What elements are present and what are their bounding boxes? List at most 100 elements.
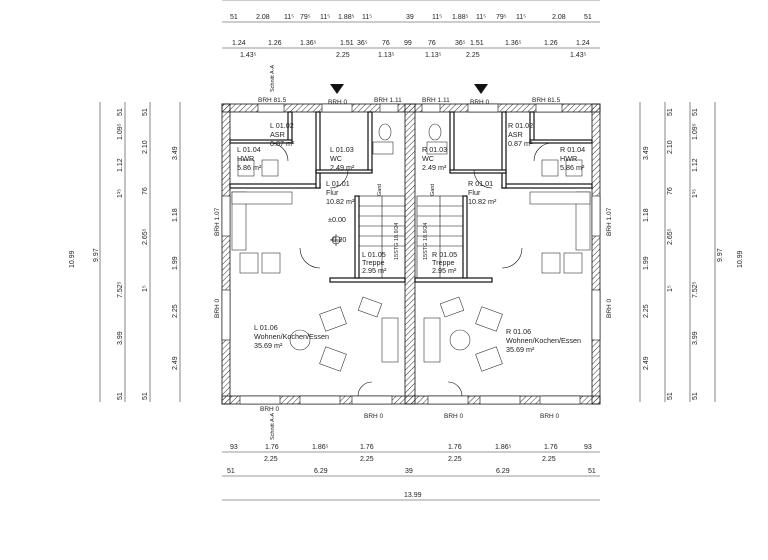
right-dim-c1-4: 1¹⁵	[692, 189, 699, 198]
room-l0106-name: L 01.06	[254, 323, 278, 332]
room-r0105-use: Treppe	[432, 258, 455, 267]
brh-top-5: BRH 0	[470, 99, 490, 106]
room-l0106-use: Wohnen/Kochen/Essen	[254, 332, 329, 341]
stair-label-right: 15STG 18.9/24	[423, 223, 429, 260]
door-swings	[269, 142, 553, 397]
room-l0102-area: 0.87 m²	[270, 139, 295, 148]
brh-bottom-3: BRH 0	[444, 413, 464, 420]
left-dim-c2-1: 51	[142, 108, 149, 116]
left-dim-c2-5b: 1.99	[172, 256, 179, 270]
top-dim-r2-6: 76	[382, 40, 390, 47]
brh-top-2: BRH 0	[328, 99, 348, 106]
left-dim-c1-8: 1⁵	[142, 285, 149, 292]
left-dim-c1-1: 51	[117, 108, 124, 116]
room-r0104-name: R 01.04	[560, 145, 585, 154]
top-dim-r3-1: 1.43⁵	[240, 52, 257, 59]
bottom-dim-r1-4: 1.76	[360, 444, 374, 451]
bottom-dim-r1-3: 1.86⁵	[312, 444, 329, 451]
room-l0105-name: L 01.05	[362, 250, 386, 259]
bottom-dim-r2-2: 2.25	[360, 456, 374, 463]
room-l0101-area: 10.82 m²	[326, 197, 355, 206]
bottom-dim-r1-1: 93	[230, 444, 238, 451]
top-dim-r3-2: 2.25	[336, 52, 350, 59]
top-dim-r1-11: 11⁵	[476, 14, 486, 21]
top-dim-r2-1: 1.24	[232, 40, 246, 47]
right-dim-c1-8: 1⁵	[667, 285, 674, 292]
brh-bottom-2: BRH 0	[364, 413, 384, 420]
left-dim-c3-1: 3.49	[172, 146, 179, 160]
right-dim-c3-5: 9.97	[717, 248, 724, 262]
room-r0102-use: ASR	[508, 130, 523, 139]
room-l0106-area: 35.69 m²	[254, 341, 283, 350]
entrance-arrow-right	[474, 84, 488, 94]
room-l0102-use: ASR	[270, 130, 285, 139]
section-mark-bottom: Schnitt A-A	[270, 412, 276, 440]
top-dim-r1-14: 2.08	[552, 14, 566, 21]
brh-right-2: BRH 0	[606, 298, 613, 318]
bottom-dim-r3-2: 6.29	[314, 468, 328, 475]
room-r0102-name: R 01.02	[508, 121, 533, 130]
room-r0101-area: 10.82 m²	[468, 197, 497, 206]
left-dim-c2-7: 2.49	[172, 356, 179, 370]
right-dim-c1-2: 1.09⁵	[692, 123, 699, 140]
bottom-dim-r1-7: 1.76	[544, 444, 558, 451]
top-dim-r1-3: 11⁵	[284, 14, 294, 21]
top-dim-r2-7: 99	[404, 40, 412, 47]
top-dim-r3-3: 1.13⁵	[378, 52, 395, 59]
bottom-dim-r1-5: 1.76	[448, 444, 462, 451]
bottom-dim-r1-2: 1.76	[265, 444, 279, 451]
room-l0104-name: L 01.04	[237, 145, 261, 154]
interior-walls	[229, 111, 593, 283]
room-r0104-use: HWR	[560, 154, 577, 163]
garderobe-right: Gard	[430, 184, 436, 196]
room-l0103-area: 2.49 m²	[330, 163, 355, 172]
top-dim-r3-5: 2.25	[466, 52, 480, 59]
bottom-dim-r3-1: 51	[227, 468, 235, 475]
top-dim-r1-2: 2.08	[256, 14, 270, 21]
top-dim-r1-6: 1.88⁵	[338, 14, 355, 21]
bottom-dim-r1-6: 1.86⁵	[495, 444, 512, 451]
top-dim-r1-7: 11⁵	[362, 14, 372, 21]
room-l0102-name: L 01.02	[270, 121, 294, 130]
left-dim-c1-9: 3.99	[117, 331, 124, 345]
brh-top-6: BRH 81.5	[532, 97, 561, 104]
furniture	[231, 123, 591, 372]
room-l0103-use: WC	[330, 154, 342, 163]
top-dim-r1-10: 1.88⁵	[452, 14, 469, 21]
left-total: 10.99	[69, 250, 76, 268]
right-dim-c3-1: 3.49	[643, 146, 650, 160]
top-dim-r1-8: 39	[406, 14, 414, 21]
right-dim-c1-1: 51	[692, 108, 699, 116]
bottom-dim-r3-5: 51	[588, 468, 596, 475]
room-l0105-area: 2.95 m²	[362, 266, 387, 275]
top-dim-r2-4: 1.51	[340, 40, 354, 47]
top-dim-r1-15: 51	[584, 14, 592, 21]
level-mark-top: ±0.00	[328, 215, 346, 224]
top-dim-r2-11: 1.36⁵	[505, 40, 522, 47]
right-dim-c2-7: 2.49	[643, 356, 650, 370]
room-r0102-area: 0.87 m²	[508, 139, 533, 148]
bottom-dim-r2-1: 2.25	[264, 456, 278, 463]
top-dim-r1-4: 79⁵	[300, 14, 311, 21]
room-r0103-name: R 01.03	[422, 145, 447, 154]
section-mark-top: Schnitt A-A	[270, 64, 276, 92]
brh-bottom-1: BRH 0	[260, 406, 280, 413]
left-dim-c3-5: 9.97	[93, 248, 100, 262]
bottom-dim-r3-3: 39	[405, 468, 413, 475]
left-dim-c1-10: 51	[117, 392, 124, 400]
brh-top-1: BRH 81.5	[258, 97, 287, 104]
building-shell	[221, 103, 601, 405]
top-dim-r2-3: 1.36⁵	[300, 40, 317, 47]
top-dim-r2-8: 76	[428, 40, 436, 47]
top-dim-r1-13: 11⁵	[516, 14, 526, 21]
right-dimension-chains: 3.49 1.18 1.99 2.25 2.49 51 2.10 76 2.65…	[639, 102, 744, 402]
top-dim-r2-10: 1.51	[470, 40, 484, 47]
right-dim-c2-3: 1.18	[643, 208, 650, 222]
room-r0106-use: Wohnen/Kochen/Essen	[506, 336, 581, 345]
right-dim-c3-2: 2.65⁵	[667, 228, 674, 245]
right-dim-c3-3: 2.25	[643, 304, 650, 318]
top-dim-r2-12: 1.26	[544, 40, 558, 47]
room-l0104-use: HWR	[237, 154, 254, 163]
left-dim-c1-3: 1.12	[117, 158, 124, 172]
